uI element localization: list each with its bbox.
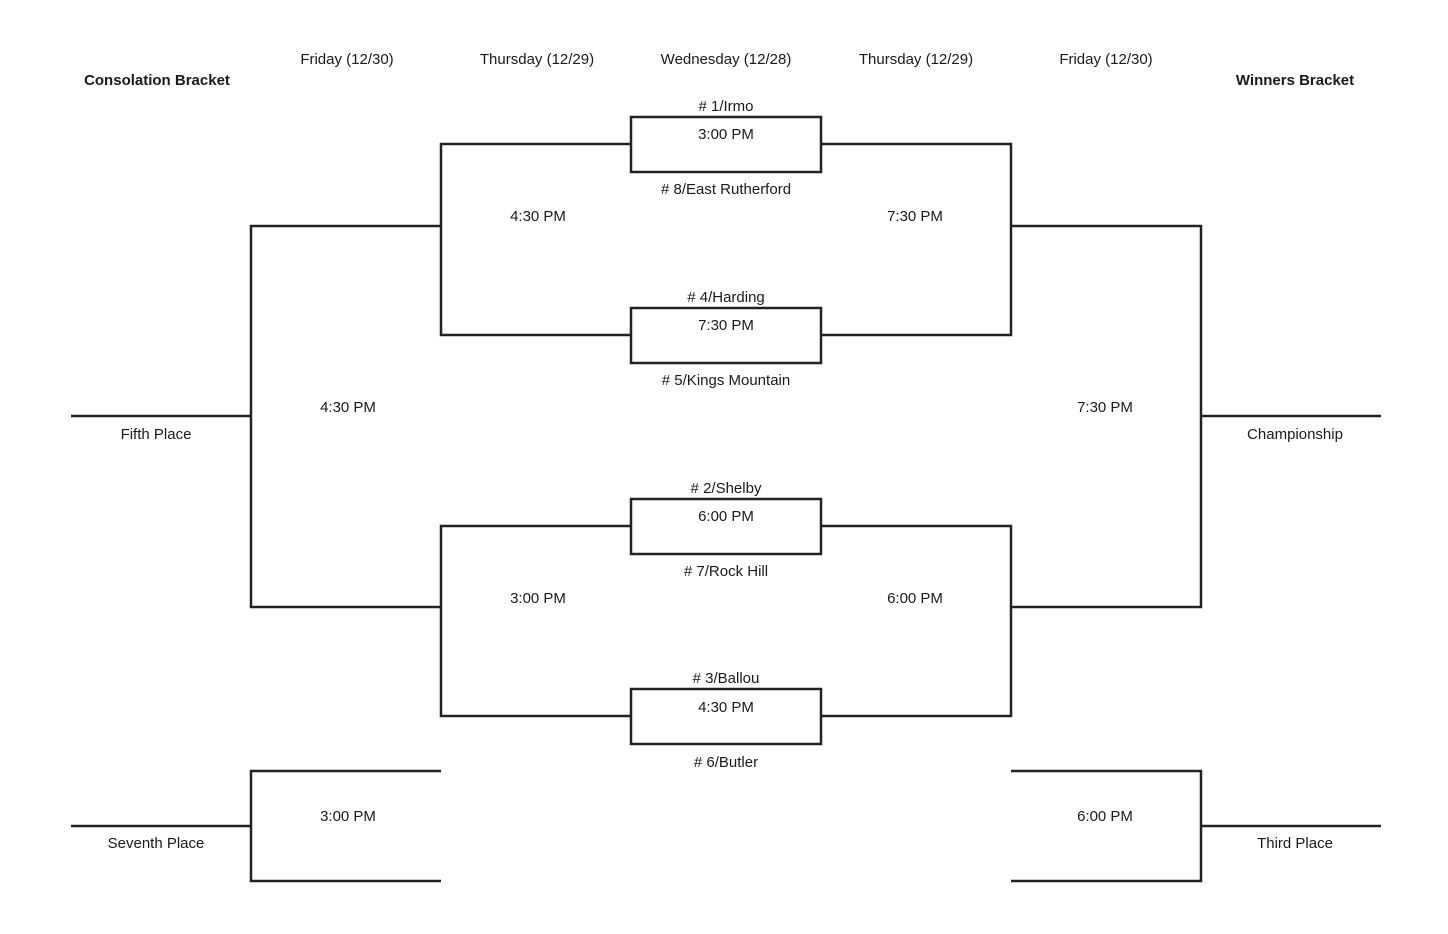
team-label: # 2/Shelby [690,480,762,497]
first-round-game-box [629,687,823,746]
team-label: # 5/Kings Mountain [661,372,791,389]
fifth-place-bracket [249,224,441,609]
seventh-place-bracket [249,769,441,883]
championship-label: Championship [1247,426,1343,443]
game-time: 6:00 PM [698,508,754,525]
fifth-place-time: 4:30 PM [320,399,376,416]
consolation-bracket-title: Consolation Bracket [84,72,230,89]
third-place-time: 6:00 PM [1077,808,1133,825]
team-label: # 3/Ballou [692,670,760,687]
winners-bracket-title: Winners Bracket [1235,72,1355,89]
winners-semi-bracket-bottom [821,524,1013,718]
winners-semi-bracket-top [821,142,1013,337]
consolation-semi-time: 4:30 PM [510,208,566,225]
consolation-semi-bracket-top [439,142,631,337]
championship-bracket [1011,224,1203,609]
day-header-consolation-semis: Thursday (12/29) [479,51,595,68]
game-time: 4:30 PM [698,699,754,716]
consolation-semi-bracket-bottom [439,524,631,718]
fifth-place-label: Fifth Place [120,426,192,443]
team-label: # 1/Irmo [698,98,754,115]
seventh-place-time: 3:00 PM [320,808,376,825]
team-label: # 8/East Rutherford [660,181,792,198]
team-label: # 4/Harding [687,289,765,306]
winners-semi-time: 6:00 PM [887,590,943,607]
day-header-consolation-final: Friday (12/30) [300,51,394,68]
day-header-winners-semis: Thursday (12/29) [858,51,974,68]
day-header-first-round: Wednesday (12/28) [660,51,792,68]
day-header-winners-final: Friday (12/30) [1059,51,1153,68]
winners-semi-time: 7:30 PM [887,208,943,225]
team-label: # 6/Butler [693,754,759,771]
seventh-place-label: Seventh Place [107,835,205,852]
third-place-label: Third Place [1257,835,1333,852]
game-time: 7:30 PM [698,317,754,334]
championship-time: 7:30 PM [1077,399,1133,416]
team-label: # 7/Rock Hill [683,563,769,580]
consolation-semi-time: 3:00 PM [510,590,566,607]
game-time: 3:00 PM [698,126,754,143]
third-place-bracket [1011,769,1203,883]
